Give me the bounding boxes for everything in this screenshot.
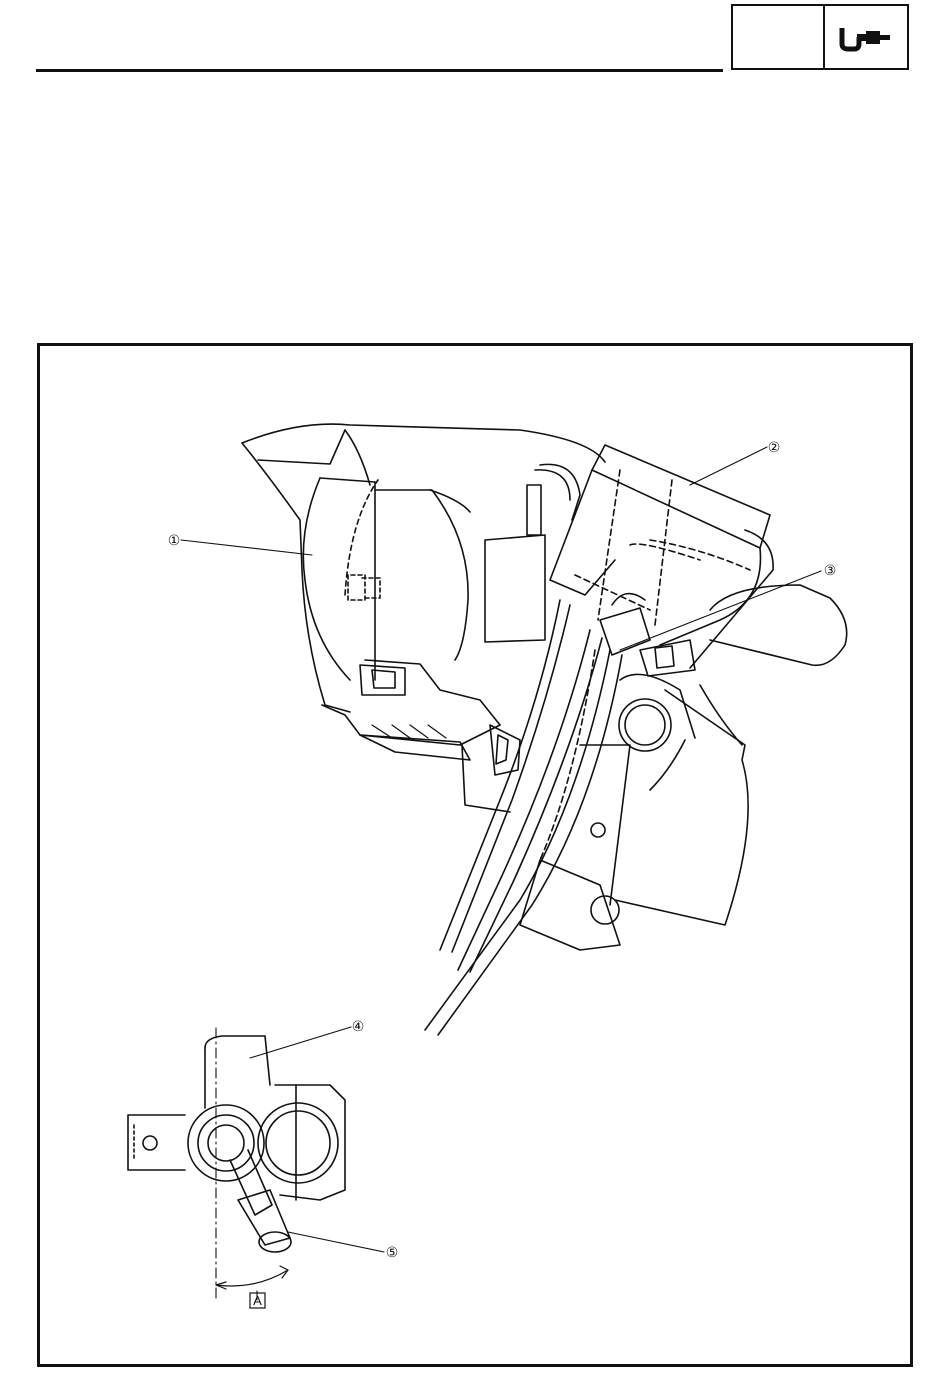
angle-label: A bbox=[253, 1293, 262, 1308]
callout-1: ① bbox=[168, 533, 181, 549]
switch-housing bbox=[550, 445, 773, 676]
callout-leaders bbox=[181, 447, 821, 1300]
callout-3: ③ bbox=[824, 563, 837, 579]
callout-2: ② bbox=[768, 440, 781, 456]
headlight-cowling bbox=[242, 424, 605, 812]
lever-bracket bbox=[520, 674, 748, 950]
callout-4: ④ bbox=[352, 1019, 365, 1035]
callout-5: ⑤ bbox=[386, 1245, 399, 1261]
wire-harness bbox=[425, 600, 622, 1035]
inset-switch-clamp bbox=[128, 1028, 345, 1300]
